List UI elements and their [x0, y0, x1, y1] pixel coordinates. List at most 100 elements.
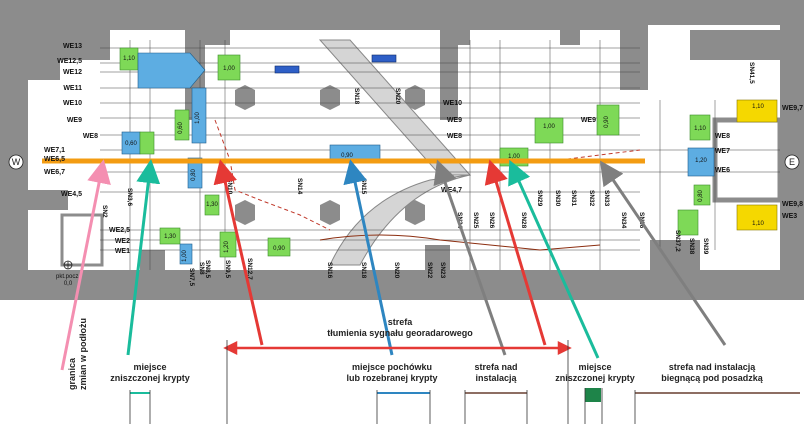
sn-label: SN37,2: [674, 230, 681, 252]
box-value: 0,60: [178, 122, 184, 134]
legend-line: zniszczonej krypty: [555, 373, 635, 383]
east-marker: E: [784, 154, 800, 170]
we-label: WE6,7: [44, 169, 65, 176]
sn-label: SN2: [101, 205, 108, 218]
legend-line: miejsce pochówku: [352, 362, 432, 372]
sn-label: SN31: [570, 190, 577, 207]
we-label: WE7,1: [44, 147, 65, 154]
start-point-value: 0,0: [64, 281, 73, 287]
box-value: 1,10: [123, 56, 135, 62]
we-label: WE2,5: [109, 227, 130, 234]
sn-label: SN3,6: [126, 188, 133, 206]
we-label: WE3: [782, 213, 797, 220]
legend-line: miejsce: [578, 362, 611, 372]
box-value: 0,80: [191, 169, 197, 181]
west-label: W: [12, 157, 21, 167]
box-value: 1,30: [206, 202, 218, 208]
box-value: 1,00: [195, 112, 201, 124]
dashed-boundary: [214, 119, 641, 231]
we-label: WE10: [443, 100, 462, 107]
sn-label: SN28: [520, 212, 527, 229]
we-label: WE8: [447, 133, 462, 140]
sn-label: SN29: [536, 190, 543, 207]
we-label: WE9: [581, 117, 596, 124]
we-label: WE8: [83, 133, 98, 140]
box-value: 1,10: [694, 126, 706, 132]
anomaly-boxes: [119, 47, 778, 265]
we-label: WE9,7: [782, 105, 803, 112]
sn-label: SN38: [688, 238, 695, 255]
sn-label: SN15: [360, 178, 367, 195]
we-label: WE7: [715, 148, 730, 155]
sn-label: SN14: [296, 178, 303, 195]
sn-label: SN18: [360, 262, 367, 279]
start-point-label: pkt.pocz.: [56, 274, 80, 280]
sn-label: SN8,5: [204, 260, 211, 278]
sn-label: SN22: [426, 262, 433, 279]
sn-label: SN16: [326, 262, 333, 279]
legend-line: zmian w podłożu: [78, 318, 88, 390]
bottom-intervals: [129, 388, 800, 424]
we-label: WE4,5: [61, 191, 82, 198]
we-label: WE8: [715, 133, 730, 140]
legend-line: biegnącą pod posadzką: [661, 373, 764, 383]
we-label: WE11: [63, 85, 82, 92]
sn-label: SN20: [394, 88, 401, 105]
sn-label: SN33: [603, 190, 610, 207]
building-walls: [0, 0, 804, 300]
sn-label: SN10: [226, 178, 233, 195]
we-label: WE6: [715, 167, 730, 174]
box-value: 0,80: [698, 190, 704, 202]
sn-label: SN12,7: [246, 258, 253, 280]
we-label: WE9,8: [782, 201, 803, 208]
we-label: WE12: [63, 69, 82, 76]
box-value: 1,00: [508, 154, 520, 160]
box-value: 1,00: [182, 250, 188, 262]
legend-line: strefa nad: [474, 362, 517, 372]
sn-label: SN18: [353, 88, 360, 105]
legend-line: strefa: [388, 317, 414, 327]
sn-label: SN39: [702, 238, 709, 255]
we-label: WE6,5: [44, 156, 65, 163]
box-value: 0,90: [273, 246, 285, 252]
we-label: WE4,7: [441, 187, 462, 194]
we-label: WE2: [115, 238, 130, 245]
sn-label: SN26: [488, 212, 495, 229]
box-value: 1,00: [543, 124, 555, 130]
sn-label: SN34: [620, 212, 627, 229]
legend-line: granica: [67, 357, 77, 390]
box-value: 1,20: [224, 241, 230, 253]
west-marker: W: [8, 154, 24, 170]
attenuation-zone-span: [223, 340, 572, 424]
sn-label: SN23: [439, 262, 446, 279]
legend-line: miejsce: [133, 362, 166, 372]
box-value: 1,10: [752, 221, 764, 227]
legend-line: strefa nad instalacją: [669, 362, 757, 372]
sn-label: SN7,5: [188, 268, 195, 286]
sn-label: SN30: [554, 190, 561, 207]
box-value: 0,90: [604, 116, 610, 128]
sn-label: SN9,5: [224, 260, 231, 278]
east-label: E: [789, 157, 795, 167]
we-label: WE9: [447, 117, 462, 124]
legend-line: tłumienia sygnału georadarowego: [327, 328, 473, 338]
we-label: WE10: [63, 100, 82, 107]
legend-line: instalacją: [475, 373, 517, 383]
legend-line: lub rozebranej krypty: [346, 373, 437, 383]
zone-boundary-label: granicazmian w podłożu: [67, 318, 88, 390]
sn-label: SN25: [472, 212, 479, 229]
box-value: 0,60: [125, 141, 137, 147]
legend-line: zniszczonej krypty: [110, 373, 190, 383]
sn-label: SN32: [588, 190, 595, 207]
we-label: WE13: [63, 43, 82, 50]
box-value: 0,90: [341, 153, 353, 159]
box-value: 1,00: [223, 66, 235, 72]
